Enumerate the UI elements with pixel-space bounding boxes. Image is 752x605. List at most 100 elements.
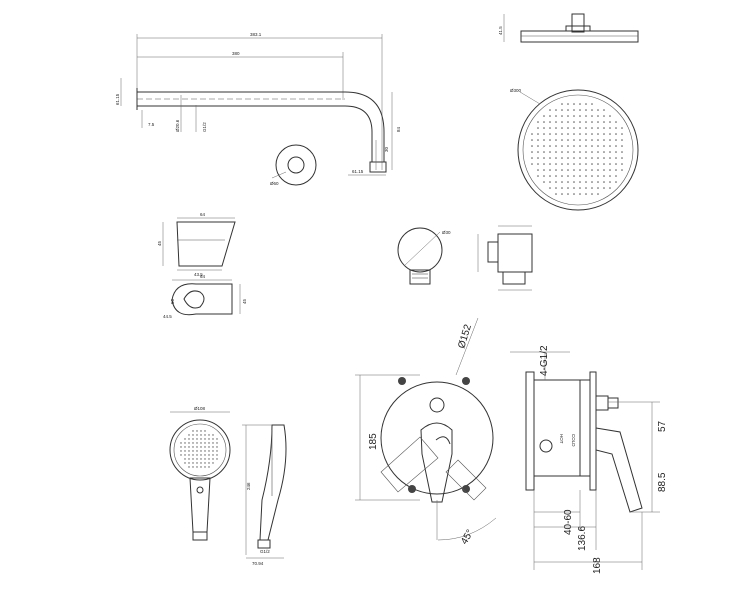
nozzle — [585, 115, 587, 117]
dim-overall-length: 383.1 — [250, 32, 262, 37]
nozzle — [549, 133, 551, 135]
nozzle — [609, 145, 611, 147]
mixer-side-view: HOT COLD 4-G1/2 57 88.5 40-60 136.6 168 — [510, 345, 668, 574]
nozzle — [603, 127, 605, 129]
nozzle — [196, 446, 198, 448]
nozzle — [561, 151, 563, 153]
nozzle — [591, 121, 593, 123]
label-cold: COLD — [571, 434, 576, 447]
nozzle — [573, 127, 575, 129]
nozzle — [543, 175, 545, 177]
nozzle — [216, 450, 218, 452]
nozzle — [204, 438, 206, 440]
nozzle — [537, 163, 539, 165]
nozzle — [561, 139, 563, 141]
nozzle — [192, 450, 194, 452]
dim-outlet-height: 30 — [384, 146, 389, 152]
nozzle — [621, 127, 623, 129]
dim-connections: 4-G1/2 — [539, 345, 550, 376]
nozzle — [531, 151, 533, 153]
nozzle — [591, 139, 593, 141]
nozzle — [200, 462, 202, 464]
nozzle — [567, 139, 569, 141]
nozzle — [573, 109, 575, 111]
nozzle — [204, 442, 206, 444]
dim-outlet-diameter: Ø30 — [442, 230, 451, 235]
nozzle — [573, 115, 575, 117]
nozzle — [597, 169, 599, 171]
dim-elbow-front-width: 64 — [200, 274, 206, 279]
nozzle — [543, 139, 545, 141]
nozzle — [531, 157, 533, 159]
nozzle — [579, 139, 581, 141]
nozzle — [188, 442, 190, 444]
nozzle — [208, 442, 210, 444]
nozzle — [549, 187, 551, 189]
dim-drop-height: 84 — [396, 126, 401, 132]
nozzle — [591, 145, 593, 147]
nozzle — [597, 193, 599, 195]
nozzle — [204, 446, 206, 448]
nozzle — [609, 163, 611, 165]
nozzle — [591, 127, 593, 129]
nozzle — [597, 127, 599, 129]
nozzle — [579, 133, 581, 135]
nozzle — [208, 462, 210, 464]
nozzle — [204, 454, 206, 456]
nozzle — [597, 151, 599, 153]
nozzle — [543, 121, 545, 123]
nozzle — [561, 157, 563, 159]
nozzle — [543, 151, 545, 153]
nozzle — [615, 157, 617, 159]
nozzle — [543, 163, 545, 165]
dim-lever-angle: 45° — [459, 528, 476, 547]
dim-elbow-front-height: 45 — [242, 298, 247, 304]
nozzle — [180, 450, 182, 452]
nozzle — [192, 466, 194, 468]
nozzle — [204, 434, 206, 436]
nozzle — [192, 454, 194, 456]
nozzle — [200, 434, 202, 436]
nozzle — [573, 181, 575, 183]
nozzle — [208, 454, 210, 456]
nozzle — [208, 466, 210, 468]
nozzle — [585, 121, 587, 123]
nozzle — [609, 187, 611, 189]
nozzle — [567, 121, 569, 123]
nozzle — [609, 133, 611, 135]
nozzle — [573, 103, 575, 105]
nozzle — [609, 169, 611, 171]
nozzle — [603, 181, 605, 183]
nozzle — [196, 430, 198, 432]
nozzle — [603, 139, 605, 141]
nozzle — [591, 109, 593, 111]
nozzle — [579, 109, 581, 111]
nozzle — [184, 450, 186, 452]
nozzle — [597, 121, 599, 123]
nozzle — [212, 446, 214, 448]
nozzle — [561, 109, 563, 111]
nozzle — [543, 145, 545, 147]
nozzle — [597, 181, 599, 183]
nozzle — [543, 133, 545, 135]
dim-hand-width: 70.94 — [252, 561, 264, 566]
nozzle — [561, 163, 563, 165]
nozzle — [216, 454, 218, 456]
nozzle — [549, 121, 551, 123]
nozzle — [549, 145, 551, 147]
dim-side-57: 57 — [657, 420, 668, 432]
nozzle — [561, 115, 563, 117]
dim-hand-thread: G1/2 — [260, 549, 270, 554]
nozzle — [603, 187, 605, 189]
nozzle — [579, 121, 581, 123]
dim-mixer-plate-diameter: Ø152 — [456, 323, 474, 350]
nozzle — [579, 103, 581, 105]
nozzle — [543, 169, 545, 171]
nozzle — [204, 450, 206, 452]
nozzle — [603, 115, 605, 117]
nozzle — [591, 151, 593, 153]
dim-thread-offset: 7.5 — [148, 122, 155, 127]
nozzle — [531, 133, 533, 135]
dim-side-88-5: 88.5 — [657, 472, 668, 492]
nozzle — [597, 139, 599, 141]
